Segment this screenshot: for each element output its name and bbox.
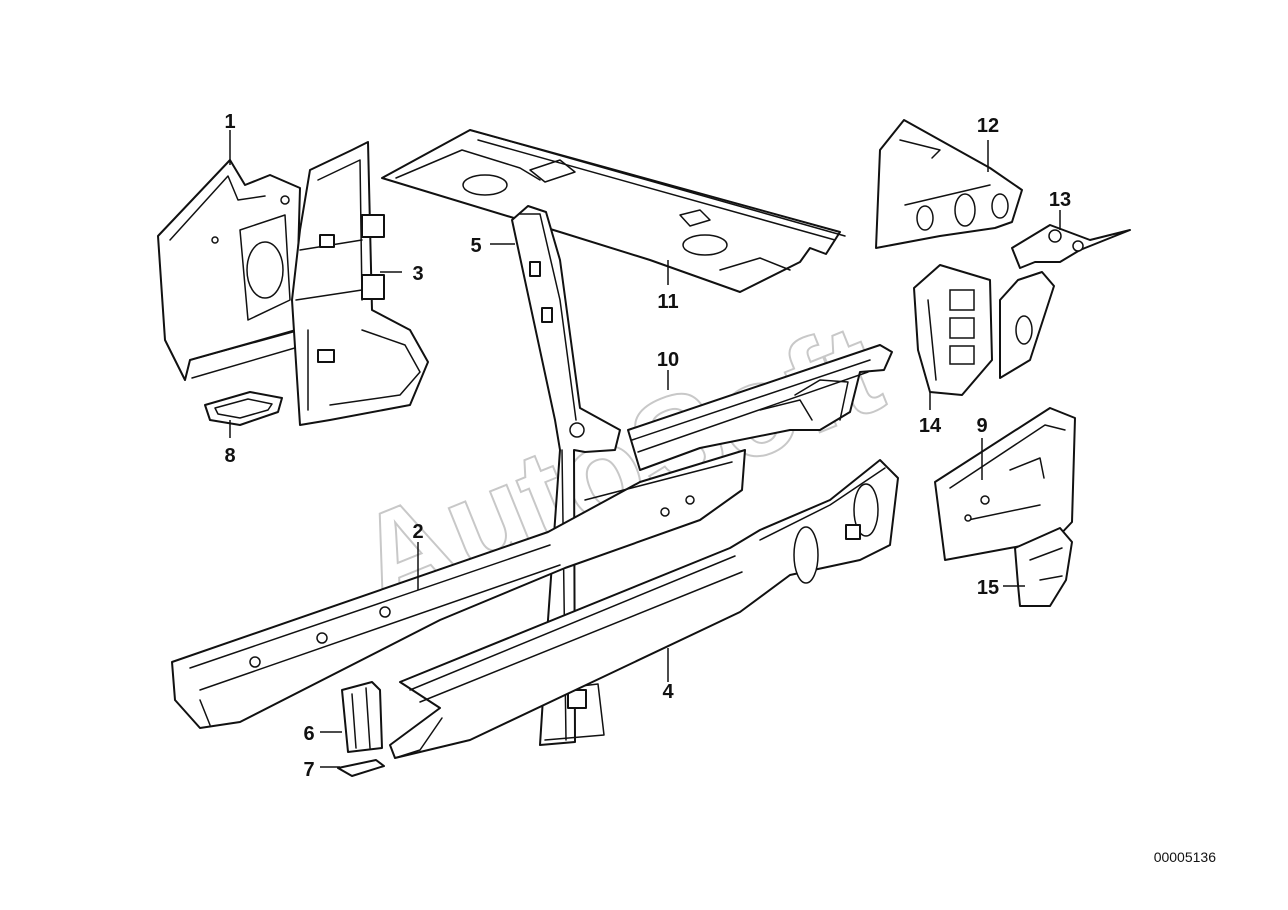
callout-2: 2 — [412, 521, 423, 543]
callout-14: 14 — [919, 415, 942, 437]
part-13-corner-bracket — [999, 224, 1131, 379]
part-3-pillar-inner — [291, 141, 429, 426]
callout-9: 9 — [976, 415, 987, 437]
callout-13: 13 — [1049, 189, 1071, 211]
leader-lines — [229, 130, 1061, 768]
callout-3: 3 — [412, 263, 423, 285]
part-12-wheelhouse-upper — [875, 119, 1023, 249]
part-15-small-bracket — [1014, 527, 1073, 607]
callout-5: 5 — [470, 235, 481, 257]
part-14-rear-inner-side — [913, 264, 993, 396]
part-5-pillar — [511, 205, 621, 746]
part-9-rear-floor-side — [934, 407, 1076, 561]
part-11-parcel-shelf — [381, 129, 846, 293]
callout-6: 6 — [303, 723, 314, 745]
callout-1: 1 — [224, 111, 235, 133]
part-4-sill-inner — [389, 459, 899, 759]
part-6-bracket — [341, 681, 383, 753]
callout-8: 8 — [224, 445, 235, 467]
callout-numbers: 1 2 3 4 5 6 7 8 9 10 11 12 13 14 15 — [224, 111, 1071, 781]
callout-7: 7 — [303, 759, 314, 781]
callout-15: 15 — [977, 577, 999, 599]
part-8-gasket — [204, 391, 283, 426]
part-2-sill-outer — [171, 449, 746, 729]
callout-4: 4 — [662, 681, 674, 703]
part-10-roof-rail — [627, 344, 893, 471]
callout-10: 10 — [657, 349, 679, 371]
part-1-rear-inner-panel — [157, 159, 306, 381]
part-7-plate — [337, 759, 385, 777]
catalog-number: 00005136 — [1154, 849, 1217, 865]
callout-11: 11 — [657, 291, 678, 313]
callout-12: 12 — [977, 115, 999, 137]
